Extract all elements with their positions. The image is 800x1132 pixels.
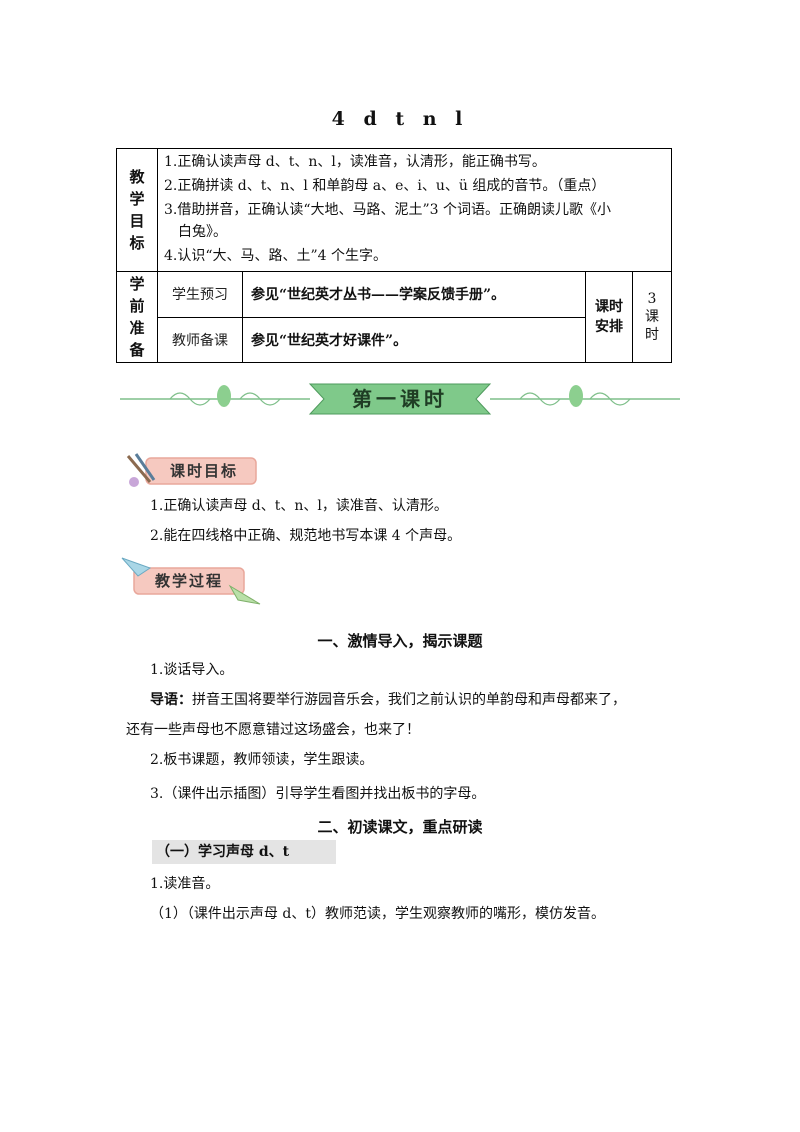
hours-label: 课时安排 [595, 299, 623, 335]
banner-text: 第一课时 [352, 387, 448, 411]
lesson-plan-table: 教学目标 1.正确认读声母 d、t、n、l，读准音，认清形，能正确书写。 2.正… [116, 148, 672, 363]
section-2-item-1: 1.读准音。 [150, 876, 220, 892]
leaf-icon [217, 385, 231, 407]
section-2-item-2: （1）（课件出示声母 d、t）教师范读，学生观察教师的嘴形，模仿发音。 [150, 906, 605, 922]
lesson-goals-badge: 课时目标 [124, 452, 260, 488]
section-1-item-3: 3.（课件出示插图）引导学生看图并找出板书的字母。 [150, 786, 486, 802]
lesson-goal-2: 2.能在四线格中正确、规范地书写本课 4 个声母。 [150, 528, 462, 544]
goals-cell: 1.正确认读声母 d、t、n、l，读准音，认清形，能正确书写。 2.正确拼读 d… [157, 148, 672, 272]
hours-header: 课时安排 [585, 271, 633, 363]
prep-header: 学前准备 [116, 271, 158, 363]
goal-item-continued: 白兔》。 [178, 224, 227, 240]
guide-text-line-2: 还有一些声母也不愿意错过这场盛会，也来了！ [126, 722, 420, 738]
goal-item: 4.认识“大、马、路、土”4 个生字。 [164, 248, 388, 264]
brush-icon [126, 453, 257, 487]
teaching-process-badge-text: 教学过程 [154, 572, 223, 590]
hours-value: 3 课时 [645, 291, 659, 343]
section-2-heading: 二、初读课文，重点研读 [317, 818, 483, 836]
goals-label: 教学目标 [129, 168, 145, 252]
student-preview-ref: 参见“世纪英才丛书——学案反馈手册”。 [242, 271, 586, 318]
prep-label: 学前准备 [129, 275, 145, 359]
guide-paragraph: 导语：拼音王国将要举行游园音乐会，我们之前认识的单韵母和声母都来了， [150, 686, 720, 714]
subsection-1-heading: （一）学习声母 d、t [152, 840, 336, 864]
section-1-item-1: 1.谈话导入。 [150, 662, 234, 678]
goal-item: 3.借助拼音，正确认读“大地、马路、泥土”3 个词语。正确朗读儿歌《小 [164, 202, 612, 218]
section-1-item-2: 2.板书课题，教师领读，学生跟读。 [150, 752, 374, 768]
page-title: 4 d t n l [331, 108, 469, 130]
hours-value-cell: 3 课时 [632, 271, 672, 363]
guide-label: 导语： [150, 692, 192, 708]
teaching-process-badge: 教学过程 [120, 556, 264, 606]
guide-text-line-1: 拼音王国将要举行游园音乐会，我们之前认识的单韵母和声母都来了， [192, 692, 626, 708]
leaf-icon [569, 385, 583, 407]
teacher-prep-label: 教师备课 [157, 316, 243, 363]
student-preview-label: 学生预习 [157, 271, 243, 318]
lesson-goal-1: 1.正确认读声母 d、t、n、l，读准音、认清形。 [150, 498, 448, 514]
first-lesson-banner: 第一课时 [120, 378, 680, 420]
lesson-goals-badge-text: 课时目标 [169, 462, 238, 480]
goal-item: 1.正确认读声母 d、t、n、l，读准音，认清形，能正确书写。 [164, 154, 546, 170]
goals-header: 教学目标 [116, 148, 158, 272]
teacher-prep-ref: 参见“世纪英才好课件”。 [242, 316, 586, 363]
banner-ornament [120, 383, 680, 415]
section-1-heading: 一、激情导入，揭示课题 [317, 632, 483, 650]
paper-plane-icon [121, 557, 261, 605]
goal-item: 2.正确拼读 d、t、n、l 和单韵母 a、e、i、u、ü 组成的音节。（重点） [164, 178, 606, 194]
